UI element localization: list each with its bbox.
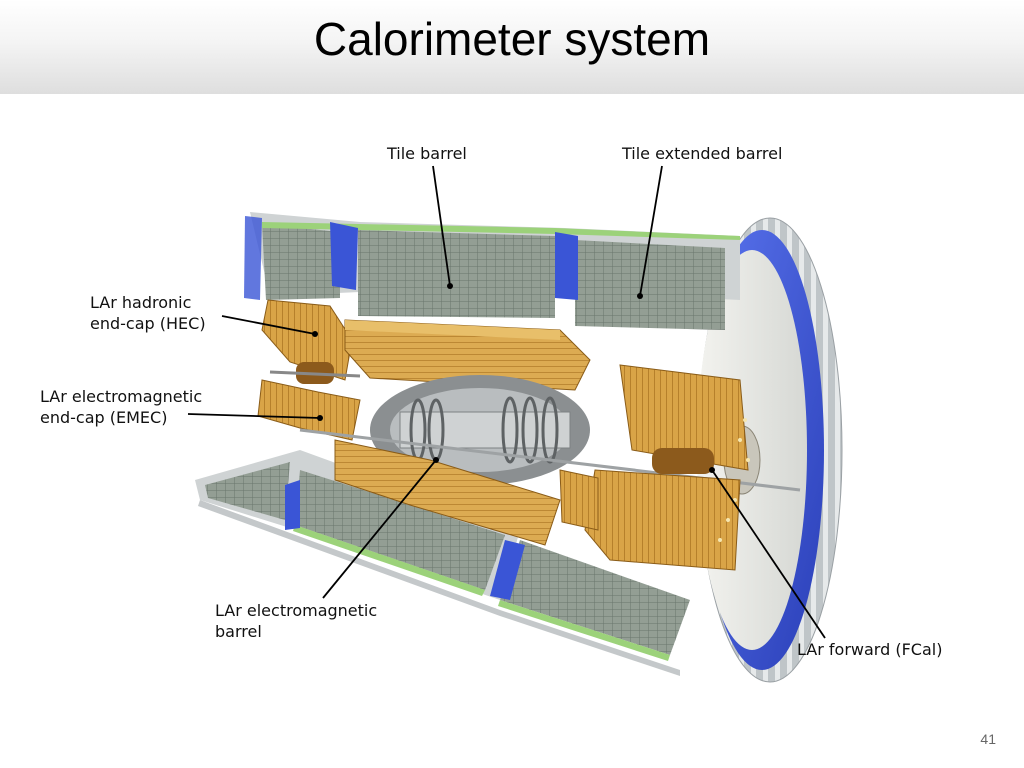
leader-dot-emec bbox=[317, 415, 323, 421]
label-fcal: LAr forward (FCal) bbox=[797, 640, 943, 659]
leader-dot-em-barrel bbox=[433, 457, 439, 463]
label-emec-line1: LAr electromagnetic bbox=[40, 387, 203, 406]
slide-title: Calorimeter system bbox=[313, 13, 711, 65]
leader-lines bbox=[187, 165, 826, 639]
label-tile-barrel: Tile barrel bbox=[387, 144, 467, 163]
inner-detector bbox=[299, 375, 801, 492]
hec-block bbox=[261, 299, 353, 381]
tile-barrel-lower bbox=[195, 450, 690, 676]
calorimeter-diagram bbox=[187, 165, 843, 683]
leader-dot-hec bbox=[312, 331, 318, 337]
leader-dot-fcal bbox=[709, 467, 715, 473]
tile-barrel-upper bbox=[244, 212, 740, 330]
slide-header: Calorimeter system bbox=[0, 0, 1024, 94]
label-tile-extended-barrel: Tile extended barrel bbox=[622, 144, 783, 163]
label-em-barrel: LAr electromagnetic barrel bbox=[215, 600, 377, 642]
label-hec-line2: end-cap (HEC) bbox=[90, 314, 206, 333]
label-em-barrel-line2: barrel bbox=[215, 622, 262, 641]
label-em-barrel-line1: LAr electromagnetic bbox=[215, 601, 378, 620]
emec-block bbox=[257, 362, 361, 441]
label-hec-line1: LAr hadronic bbox=[90, 293, 192, 312]
label-emec: LAr electromagnetic end-cap (EMEC) bbox=[40, 386, 202, 428]
em-barrel-upper bbox=[344, 319, 591, 391]
page-number: 41 bbox=[980, 731, 996, 747]
label-emec-line2: end-cap (EMEC) bbox=[40, 408, 168, 427]
leader-dot-tile-barrel bbox=[447, 283, 453, 289]
right-endcap bbox=[559, 364, 750, 571]
leader-dot-tile-extended bbox=[637, 293, 643, 299]
label-hec: LAr hadronic end-cap (HEC) bbox=[90, 292, 206, 334]
em-barrel-lower bbox=[334, 439, 561, 546]
